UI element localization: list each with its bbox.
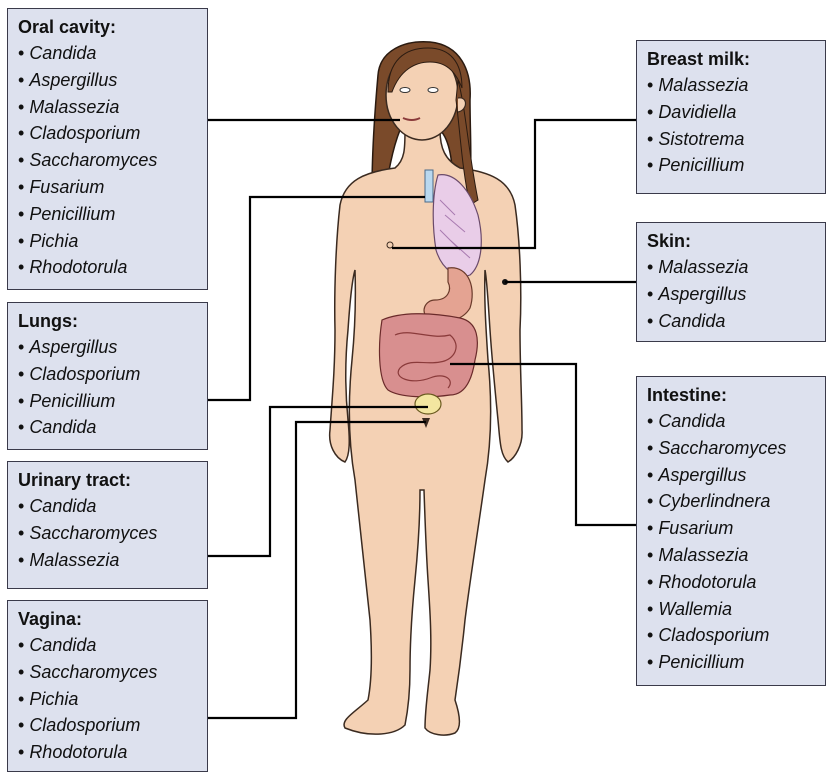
intestine-box: Intestine: Candida Saccharomyces Aspergi… xyxy=(636,376,826,686)
body-silhouette xyxy=(330,130,522,735)
skin-box: Skin: Malassezia Aspergillus Candida xyxy=(636,222,826,342)
list-item: Candida xyxy=(647,308,825,335)
urinary-tract-title: Urinary tract: xyxy=(18,468,207,492)
urinary-tract-box: Urinary tract: Candida Saccharomyces Mal… xyxy=(7,461,208,589)
list-item: Candida xyxy=(18,632,207,659)
skin-list: Malassezia Aspergillus Candida xyxy=(647,254,825,334)
lungs-title: Lungs: xyxy=(18,309,207,333)
list-item: Saccharomyces xyxy=(18,659,207,686)
eye-icon xyxy=(428,88,438,93)
list-item: Malassezia xyxy=(647,72,825,99)
large-intestine xyxy=(380,314,478,397)
list-item: Aspergillus xyxy=(18,334,207,361)
list-item: Penicillium xyxy=(18,388,207,415)
eye-icon xyxy=(400,88,410,93)
intestine-title: Intestine: xyxy=(647,383,825,407)
list-item: Malassezia xyxy=(647,542,825,569)
list-item: Saccharomyces xyxy=(647,435,825,462)
list-item: Rhodotorula xyxy=(18,739,207,766)
list-item: Saccharomyces xyxy=(18,520,207,547)
oral-cavity-list: Candida Aspergillus Malassezia Cladospor… xyxy=(18,40,207,281)
list-item: Malassezia xyxy=(647,254,825,281)
lungs-box: Lungs: Aspergillus Cladosporium Penicill… xyxy=(7,302,208,450)
list-item: Candida xyxy=(18,414,207,441)
bladder xyxy=(415,394,441,414)
list-item: Wallemia xyxy=(647,596,825,623)
list-item: Candida xyxy=(18,40,207,67)
list-item: Pichia xyxy=(18,228,207,255)
list-item: Fusarium xyxy=(18,174,207,201)
list-item: Penicillium xyxy=(647,152,825,179)
list-item: Saccharomyces xyxy=(18,147,207,174)
list-item: Aspergillus xyxy=(647,281,825,308)
skin-title: Skin: xyxy=(647,229,825,253)
list-item: Rhodotorula xyxy=(647,569,825,596)
intestine-list: Candida Saccharomyces Aspergillus Cyberl… xyxy=(647,408,825,676)
list-item: Pichia xyxy=(18,686,207,713)
list-item: Malassezia xyxy=(18,547,207,574)
list-item: Penicillium xyxy=(18,201,207,228)
list-item: Cladosporium xyxy=(18,712,207,739)
list-item: Sistotrema xyxy=(647,126,825,153)
list-item: Candida xyxy=(18,493,207,520)
list-item: Cladosporium xyxy=(647,622,825,649)
list-item: Candida xyxy=(647,408,825,435)
list-item: Davidiella xyxy=(647,99,825,126)
urinary-tract-list: Candida Saccharomyces Malassezia xyxy=(18,493,207,573)
vagina-title: Vagina: xyxy=(18,607,207,631)
list-item: Malassezia xyxy=(18,94,207,121)
list-item: Fusarium xyxy=(647,515,825,542)
oral-cavity-title: Oral cavity: xyxy=(18,15,207,39)
list-item: Aspergillus xyxy=(647,462,825,489)
breast-milk-box: Breast milk: Malassezia Davidiella Sisto… xyxy=(636,40,826,194)
list-item: Penicillium xyxy=(647,649,825,676)
list-item: Rhodotorula xyxy=(18,254,207,281)
oral-cavity-box: Oral cavity: Candida Aspergillus Malasse… xyxy=(7,8,208,290)
vagina-list: Candida Saccharomyces Pichia Cladosporiu… xyxy=(18,632,207,766)
trachea xyxy=(425,170,433,202)
breast-milk-title: Breast milk: xyxy=(647,47,825,71)
list-item: Aspergillus xyxy=(18,67,207,94)
list-item: Cyberlindnera xyxy=(647,488,825,515)
list-item: Cladosporium xyxy=(18,361,207,388)
list-item: Cladosporium xyxy=(18,120,207,147)
lungs-list: Aspergillus Cladosporium Penicillium Can… xyxy=(18,334,207,441)
breast-milk-list: Malassezia Davidiella Sistotrema Penicil… xyxy=(647,72,825,179)
vagina-box: Vagina: Candida Saccharomyces Pichia Cla… xyxy=(7,600,208,772)
